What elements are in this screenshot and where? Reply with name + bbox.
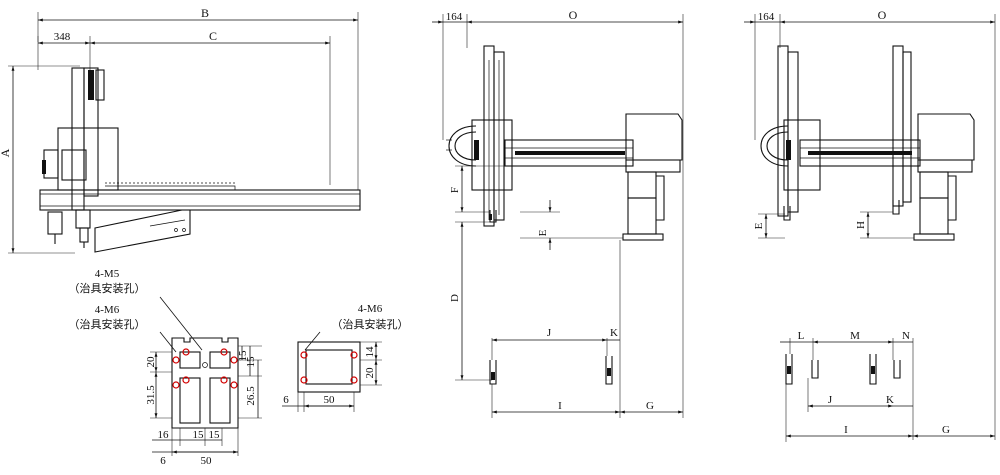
plate-left-dim-31-5: 31.5 <box>145 385 157 405</box>
fv2-dim-M: M <box>850 330 860 342</box>
plate-left-dim-16: 16 <box>158 429 170 441</box>
fv1-dim-J: J <box>547 327 552 339</box>
front-view-2: 164 O E H <box>744 8 996 442</box>
plate-left-dim-50: 50 <box>201 455 213 467</box>
fv1-dim-I: I <box>558 400 562 412</box>
plate-left-dim-26-5: 26.5 <box>245 386 257 406</box>
fv1-dim-F: F <box>449 187 461 193</box>
plate-left-dim-15b: 15 <box>245 356 257 368</box>
fv2-dim-I: I <box>844 424 848 436</box>
plate-right-dim-20: 20 <box>364 367 376 379</box>
fv2-dim-L: L <box>798 330 805 342</box>
fv2-dim-G: G <box>942 424 950 436</box>
side-view: B 348 C A <box>0 6 361 254</box>
fv1-dim-G: G <box>646 400 654 412</box>
fv2-dim-H: H <box>855 221 867 229</box>
plate-right-dim-6: 6 <box>283 394 289 406</box>
fv1-dim-D: D <box>449 294 461 302</box>
dim-348-label: 348 <box>54 31 71 43</box>
plate-left-note2-title: 4-M6 <box>95 304 120 316</box>
dim-B-label: B <box>201 6 209 20</box>
fv2-dim-E: E <box>753 222 765 229</box>
fixture-plate-left: 4-M5 （治具安装孔） 4-M6 （治具安装孔） 20 31.5 <box>69 268 262 467</box>
fv1-dim-O: O <box>569 8 578 22</box>
fv2-dim-N: N <box>902 330 910 342</box>
fixture-plate-right: 4-M6 （治具安装孔） 14 20 6 50 <box>282 303 409 412</box>
plate-left-dim-20: 20 <box>145 356 157 368</box>
front-view-1: 164 O F <box>432 8 684 418</box>
plate-left-dim-15c: 15 <box>193 429 205 441</box>
plate-right-dim-14: 14 <box>364 346 376 358</box>
dim-A-label: A <box>0 148 12 157</box>
fv1-dim-164: 164 <box>446 11 463 23</box>
plate-right-note-sub: （治具安装孔） <box>332 317 409 331</box>
plate-left-dim-15d: 15 <box>209 429 221 441</box>
plate-right-dim-50: 50 <box>324 394 336 406</box>
plate-left-dim-6: 6 <box>160 455 166 467</box>
dim-C-label: C <box>209 29 217 43</box>
fv1-dim-E: E <box>537 229 549 236</box>
plate-left-dim-15a: 15 <box>237 350 249 362</box>
plate-right-note-title: 4-M6 <box>358 303 383 315</box>
plate-left-note1-sub: （治具安装孔） <box>69 281 146 295</box>
fv1-dim-K: K <box>610 327 618 339</box>
fv2-dim-O: O <box>878 8 887 22</box>
fv2-dim-J: J <box>828 394 833 406</box>
fv2-dim-K: K <box>886 394 894 406</box>
plate-left-note1-title: 4-M5 <box>95 268 120 280</box>
plate-left-note2-sub: （治具安装孔） <box>69 317 146 331</box>
fv2-dim-164: 164 <box>758 11 775 23</box>
